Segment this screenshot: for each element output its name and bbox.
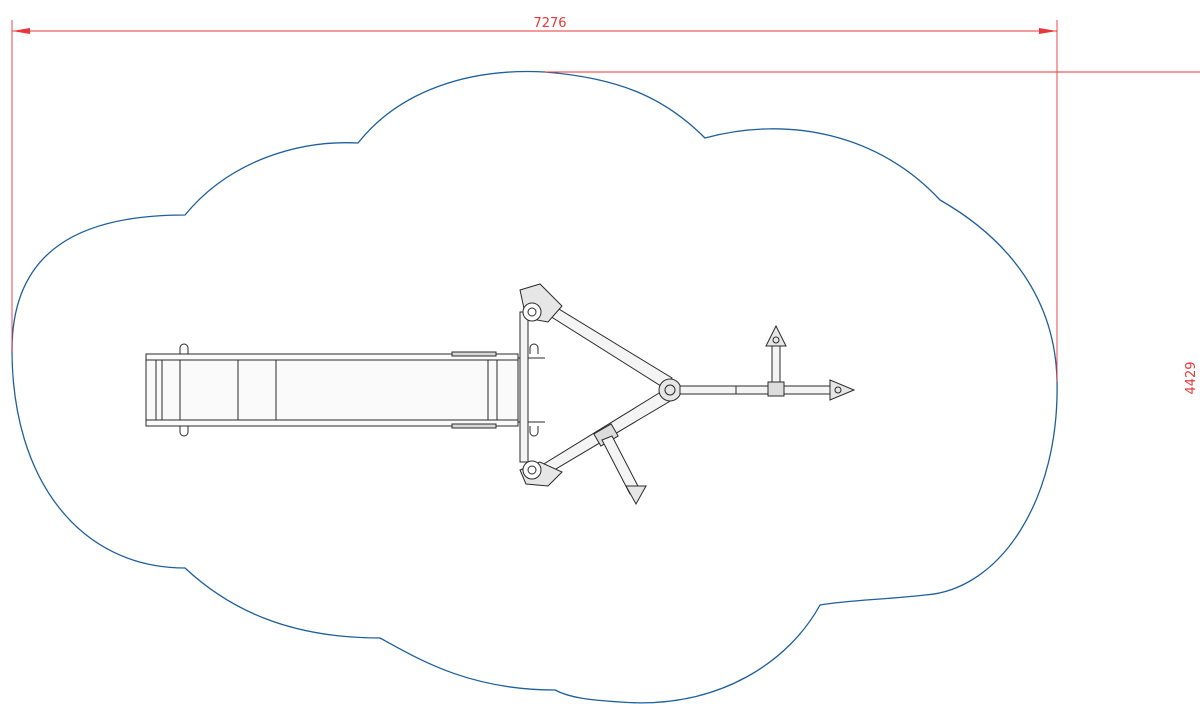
dimension-width	[11, 20, 1058, 382]
dimension-width-label: 7276	[533, 16, 566, 31]
slide-chute	[145, 343, 545, 437]
climbing-frame	[519, 283, 682, 506]
dimension-height-label: 4429	[1184, 361, 1199, 394]
horizontal-bar	[679, 324, 856, 401]
safety-zone-outline	[11, 70, 1058, 704]
